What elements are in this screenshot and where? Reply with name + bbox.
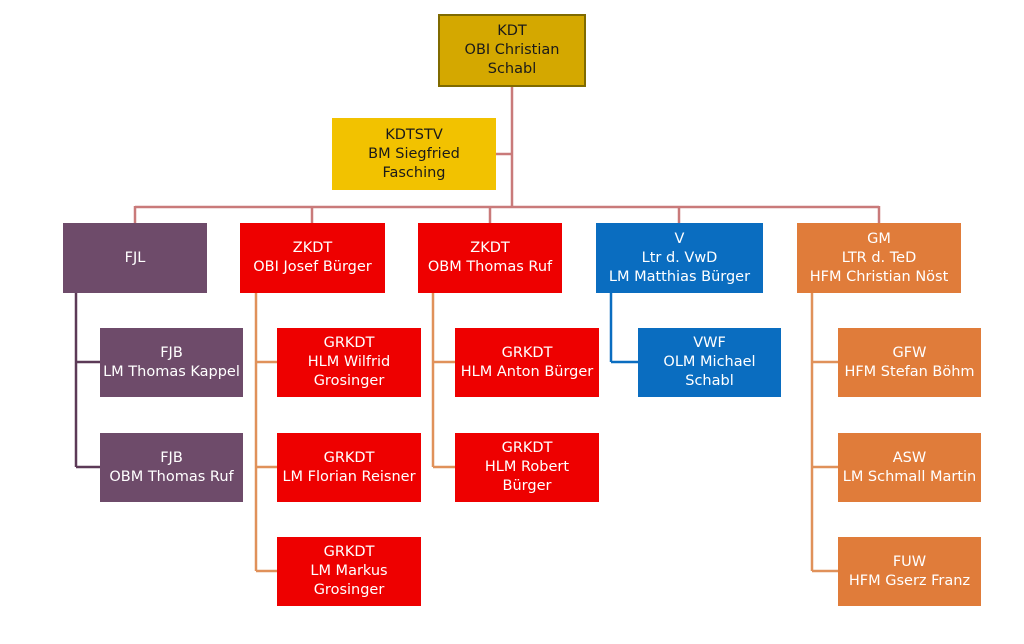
grkdt-box-5: GRKDT HLM Robert Bürger <box>455 433 599 502</box>
grkdt-5-name-line-2: Bürger <box>502 478 552 494</box>
vwf-name-line-1: OLM Michael <box>663 354 756 370</box>
fjb-1-title: FJB <box>160 344 183 361</box>
v-role: Ltr d. VwD <box>641 249 718 266</box>
zkdt2-box: ZKDT OBM Thomas Ruf <box>418 223 562 293</box>
fjb-1-name: LM Thomas Kappel <box>103 363 240 380</box>
kdt-title: KDT <box>497 23 527 39</box>
kdt-name-line-1: OBI Christian <box>464 42 560 58</box>
fuw-box: FUW HFM Gserz Franz <box>838 537 981 606</box>
vwf-title: VWF <box>693 335 726 351</box>
kdtstv-title: KDTSTV <box>385 126 443 143</box>
kdtstv-box: KDTSTV BM Siegfried Fasching <box>332 118 496 190</box>
gm-name: HFM Christian Nöst <box>809 268 949 285</box>
fuw-title: FUW <box>892 553 927 570</box>
zkdt1-name: OBI Josef Bürger <box>253 259 372 275</box>
vwf-name-line-2: Schabl <box>685 373 734 389</box>
asw-name: LM Schmall Martin <box>842 468 977 485</box>
fuw-name: HFM Gserz Franz <box>848 572 971 589</box>
kdt-name-line-2: Schabl <box>487 61 537 77</box>
kdtstv-name-line-2: Fasching <box>382 164 446 181</box>
grkdt-3-name-line-2: Grosinger <box>313 582 385 598</box>
grkdt-box-4: GRKDT HLM Anton Bürger <box>455 328 599 397</box>
gfw-title: GFW <box>892 344 927 361</box>
zkdt1-box: ZKDT OBI Josef Bürger <box>240 223 385 293</box>
grkdt-5-title: GRKDT <box>501 440 553 456</box>
v-name: LM Matthias Bürger <box>608 268 751 285</box>
grkdt-3-title: GRKDT <box>323 544 375 560</box>
v-title: V <box>674 230 685 247</box>
grkdt-box-3: GRKDT LM Markus Grosinger <box>277 537 421 606</box>
fjb-box-1: FJB LM Thomas Kappel <box>100 328 243 397</box>
asw-box: ASW LM Schmall Martin <box>838 433 981 502</box>
grkdt-box-1: GRKDT HLM Wilfrid Grosinger <box>277 328 421 397</box>
grkdt-1-title: GRKDT <box>323 335 375 351</box>
grkdt-5-name-line-1: HLM Robert <box>484 459 570 475</box>
gfw-box: GFW HFM Stefan Böhm <box>838 328 981 397</box>
asw-title: ASW <box>892 449 927 466</box>
grkdt-box-2: GRKDT LM Florian Reisner <box>277 433 421 502</box>
fjl-box: FJL <box>63 223 207 293</box>
vwf-box: VWF OLM Michael Schabl <box>638 328 781 397</box>
fjb-box-2: FJB OBM Thomas Ruf <box>100 433 243 502</box>
v-box: V Ltr d. VwD LM Matthias Bürger <box>596 223 763 293</box>
gm-role: LTR d. TeD <box>841 249 917 266</box>
kdtstv-name-line-1: BM Siegfried <box>368 145 460 162</box>
grkdt-4-title: GRKDT <box>501 344 553 361</box>
zkdt2-name: OBM Thomas Ruf <box>427 259 553 275</box>
gm-title: GM <box>867 230 891 247</box>
gm-box: GM LTR d. TeD HFM Christian Nöst <box>797 223 961 293</box>
fjl-title: FJL <box>124 249 146 266</box>
grkdt-3-name-line-1: LM Markus <box>310 563 388 579</box>
grkdt-2-name: LM Florian Reisner <box>282 468 416 485</box>
kdt-box: KDT OBI Christian Schabl <box>438 14 586 87</box>
zkdt1-title: ZKDT <box>292 240 333 256</box>
grkdt-4-name: HLM Anton Bürger <box>460 363 594 380</box>
grkdt-1-name-line-1: HLM Wilfrid <box>307 354 391 370</box>
grkdt-2-title: GRKDT <box>323 449 375 466</box>
fjb-2-name: OBM Thomas Ruf <box>109 468 234 485</box>
fjb-2-title: FJB <box>160 449 183 466</box>
grkdt-1-name-line-2: Grosinger <box>313 373 385 389</box>
gfw-name: HFM Stefan Böhm <box>844 363 975 380</box>
zkdt2-title: ZKDT <box>470 240 510 256</box>
